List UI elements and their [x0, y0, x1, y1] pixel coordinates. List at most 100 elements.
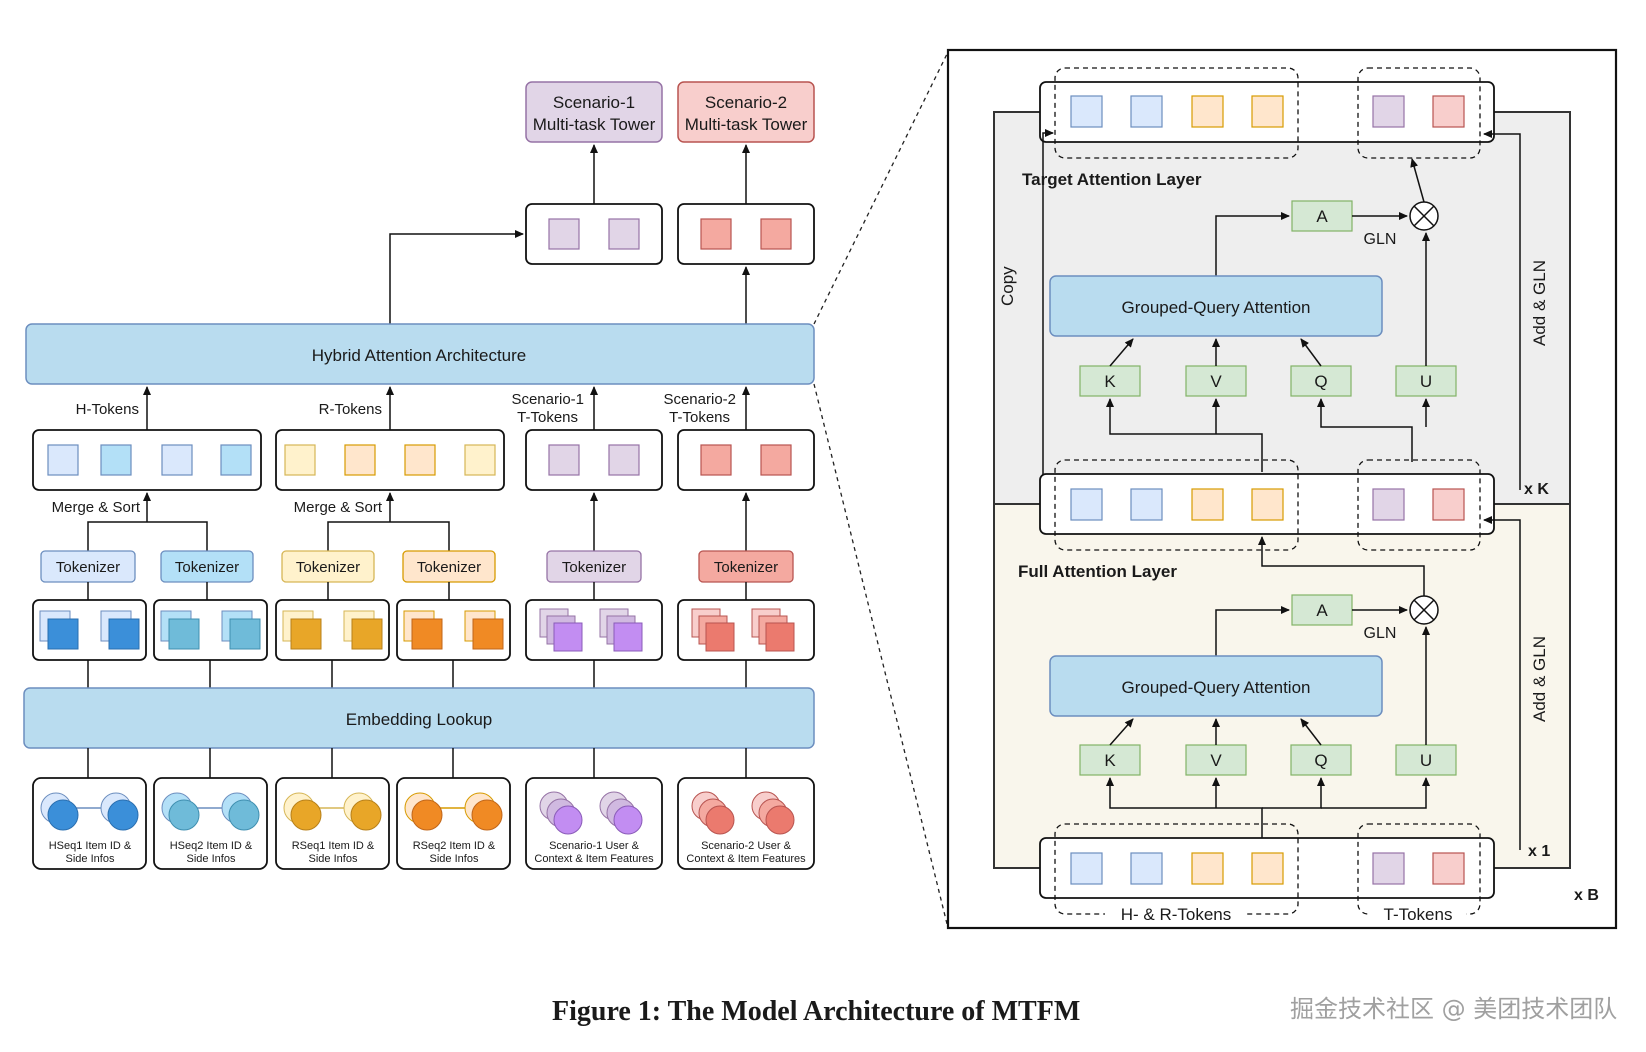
svg-text:Scenario-2 User &: Scenario-2 User &: [701, 840, 792, 852]
r-tokens-label: R-Tokens: [319, 401, 382, 418]
embedding-box-scenario2: [677, 599, 815, 661]
scenario-1-tower: Scenario-1 Multi-task Tower: [525, 81, 663, 143]
svg-text:K: K: [1104, 372, 1116, 391]
input-scenario1: Scenario-1 User & Context & Item Feature…: [525, 777, 663, 870]
full-gln-label: GLN: [1364, 625, 1397, 642]
t1-tokens-label-line1: Scenario-1: [511, 391, 584, 408]
h-tokens-box: [32, 429, 262, 491]
full-k-box: K: [1079, 744, 1141, 776]
svg-text:Q: Q: [1314, 751, 1327, 770]
scenario-2-tower-line1: Scenario-2: [705, 93, 787, 112]
svg-text:Grouped-Query Attention: Grouped-Query Attention: [1121, 678, 1310, 697]
svg-text:A: A: [1316, 601, 1328, 620]
svg-text:Tokenizer: Tokenizer: [56, 559, 120, 576]
tokenizer-rseq1: Tokenizer: [281, 550, 375, 583]
scenario-1-tower-line2: Multi-task Tower: [533, 115, 656, 134]
embedding-box-hseq2: [153, 599, 268, 661]
scenario-1-output-box: [525, 203, 663, 265]
hr-tokens-label: H- & R-Tokens: [1121, 905, 1232, 924]
detail-panel: Copy Add & GLN Target Attention Layer A …: [946, 48, 1618, 930]
t2-tokens-box: [677, 429, 815, 491]
svg-text:Tokenizer: Tokenizer: [417, 559, 481, 576]
merge-sort-label-h: Merge & Sort: [52, 499, 141, 516]
target-a-box: A: [1291, 200, 1353, 232]
tokenizer-rseq2: Tokenizer: [402, 550, 496, 583]
x-b-label: x B: [1574, 887, 1599, 904]
watermark-text: 掘金技术社区 @ 美团技术团队: [1290, 995, 1617, 1023]
target-k-box: K: [1079, 365, 1141, 397]
full-multiply-icon: [1409, 595, 1439, 625]
input-hseq2: HSeq2 Item ID & Side Infos: [153, 777, 268, 870]
target-u-box: U: [1395, 365, 1457, 397]
full-a-box: A: [1291, 594, 1353, 626]
svg-text:Grouped-Query Attention: Grouped-Query Attention: [1121, 298, 1310, 317]
hybrid-attention-block: Hybrid Attention Architecture: [25, 323, 815, 385]
svg-text:Tokenizer: Tokenizer: [714, 559, 778, 576]
svg-text:Context & Item Features: Context & Item Features: [534, 853, 654, 865]
figure-caption: Figure 1: The Model Architecture of MTFM: [552, 996, 1080, 1027]
scenario-2-tower: Scenario-2 Multi-task Tower: [677, 81, 815, 143]
svg-text:RSeq1 Item ID &: RSeq1 Item ID &: [292, 840, 375, 852]
t2-tokens-label-line1: Scenario-2: [663, 391, 736, 408]
target-gqa-block: Grouped-Query Attention: [1049, 275, 1383, 337]
x-k-label: x K: [1524, 481, 1549, 498]
scenario-2-tower-line2: Multi-task Tower: [685, 115, 808, 134]
svg-text:V: V: [1210, 751, 1222, 770]
svg-text:V: V: [1210, 372, 1222, 391]
full-q-box: Q: [1290, 744, 1352, 776]
full-gqa-block: Grouped-Query Attention: [1049, 655, 1383, 717]
embedding-box-rseq2: [396, 599, 511, 661]
target-attention-layer-label: Target Attention Layer: [1022, 170, 1202, 189]
svg-text:A: A: [1316, 207, 1328, 226]
svg-text:Side Infos: Side Infos: [309, 853, 358, 865]
svg-text:Tokenizer: Tokenizer: [562, 559, 626, 576]
x-1-label: x 1: [1528, 843, 1550, 860]
svg-text:RSeq2 Item ID &: RSeq2 Item ID &: [413, 840, 496, 852]
svg-text:K: K: [1104, 751, 1116, 770]
full-v-box: V: [1185, 744, 1247, 776]
embedding-box-scenario1: [525, 599, 663, 661]
svg-text:Side Infos: Side Infos: [66, 853, 115, 865]
svg-text:Context & Item Features: Context & Item Features: [686, 853, 806, 865]
svg-text:HSeq2 Item ID &: HSeq2 Item ID &: [170, 840, 253, 852]
input-rseq1: RSeq1 Item ID & Side Infos: [275, 777, 390, 870]
full-u-box: U: [1395, 744, 1457, 776]
t1-tokens-label-line2: T-Tokens: [517, 409, 578, 426]
tokenizer-scenario2: Tokenizer: [698, 550, 794, 583]
input-scenario2: Scenario-2 User & Context & Item Feature…: [677, 777, 815, 870]
svg-text:Side Infos: Side Infos: [430, 853, 479, 865]
t-tokens-label: T-Tokens: [1384, 905, 1453, 924]
svg-text:Tokenizer: Tokenizer: [175, 559, 239, 576]
add-gln-label-bottom: Add & GLN: [1530, 636, 1549, 722]
t1-tokens-box: [525, 429, 663, 491]
scenario-1-tower-line1: Scenario-1: [553, 93, 635, 112]
svg-text:U: U: [1420, 751, 1432, 770]
svg-text:U: U: [1420, 372, 1432, 391]
merge-sort-label-r: Merge & Sort: [294, 499, 383, 516]
target-v-box: V: [1185, 365, 1247, 397]
r-tokens-box: [275, 429, 505, 491]
tokenizer-hseq2: Tokenizer: [160, 550, 254, 583]
embedding-box-rseq1: [275, 599, 390, 661]
svg-text:Side Infos: Side Infos: [187, 853, 236, 865]
input-rseq2: RSeq2 Item ID & Side Infos: [396, 777, 511, 870]
svg-text:Q: Q: [1314, 372, 1327, 391]
full-attention-layer-label: Full Attention Layer: [1018, 562, 1177, 581]
hybrid-attention-label: Hybrid Attention Architecture: [312, 346, 527, 365]
copy-label: Copy: [998, 266, 1017, 306]
svg-text:Tokenizer: Tokenizer: [296, 559, 360, 576]
target-q-box: Q: [1290, 365, 1352, 397]
target-gln-label: GLN: [1364, 231, 1397, 248]
scenario-2-output-box: [677, 203, 815, 265]
svg-text:HSeq1 Item ID &: HSeq1 Item ID &: [49, 840, 132, 852]
add-gln-label-top: Add & GLN: [1530, 260, 1549, 346]
h-tokens-label: H-Tokens: [76, 401, 139, 418]
embedding-box-hseq1: [32, 599, 147, 661]
svg-text:Scenario-1 User &: Scenario-1 User &: [549, 840, 640, 852]
embedding-lookup-block: Embedding Lookup: [23, 687, 815, 749]
t2-tokens-label-line2: T-Tokens: [669, 409, 730, 426]
embedding-lookup-label: Embedding Lookup: [346, 710, 493, 729]
input-hseq1: HSeq1 Item ID & Side Infos: [32, 777, 147, 870]
target-multiply-icon: [1409, 201, 1439, 231]
